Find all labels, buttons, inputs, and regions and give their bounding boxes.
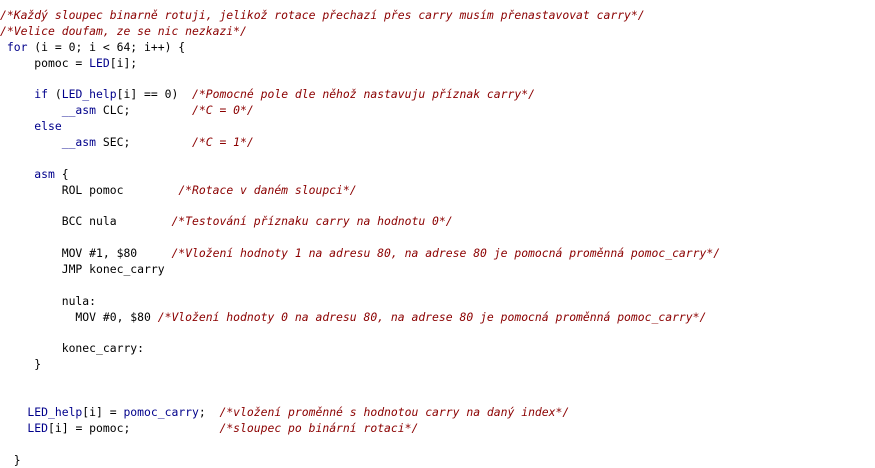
code-text: JMP konec_carry: [0, 262, 165, 276]
code-line[interactable]: LED[i] = pomoc; /*sloupec po binární rot…: [0, 421, 875, 437]
code-line[interactable]: MOV #1, $80 /*Vložení hodnoty 1 na adres…: [0, 246, 875, 262]
code-line[interactable]: }: [0, 357, 875, 373]
code-keyword: __asm: [0, 103, 96, 117]
code-comment: /*Testování příznaku carry na hodnotu 0*…: [171, 214, 452, 228]
code-text: [i] =: [82, 405, 123, 419]
code-line[interactable]: __asm SEC; /*C = 1*/: [0, 135, 875, 151]
code-keyword: asm: [0, 167, 55, 181]
code-line[interactable]: konec_carry:: [0, 341, 875, 357]
code-text: [i];: [110, 56, 137, 70]
code-line[interactable]: [0, 389, 875, 405]
code-text: SEC;: [96, 135, 192, 149]
code-comment: /*Velice doufam, ze se nic nezkazi*/: [0, 24, 247, 38]
code-line[interactable]: [0, 151, 875, 167]
code-line[interactable]: [0, 437, 875, 453]
code-text: ROL pomoc: [0, 183, 178, 197]
code-line[interactable]: __asm CLC; /*C = 0*/: [0, 103, 875, 119]
code-line[interactable]: else: [0, 119, 875, 135]
code-text: MOV #0, $80: [0, 310, 158, 324]
code-line[interactable]: [0, 278, 875, 294]
code-comment: /*Vložení hodnoty 0 na adresu 80, na adr…: [158, 310, 707, 324]
code-text: ;: [199, 405, 220, 419]
code-keyword: LED: [0, 421, 48, 435]
code-comment: /*C = 0*/: [192, 103, 254, 117]
code-line[interactable]: if (LED_help[i] == 0) /*Pomocné pole dle…: [0, 87, 875, 103]
code-line[interactable]: /*Každý sloupec binarně rotuji, jelikož …: [0, 8, 875, 24]
code-text: nula:: [0, 294, 96, 308]
code-text: [i] = pomoc;: [48, 421, 219, 435]
code-line[interactable]: }: [0, 453, 875, 468]
code-keyword: if: [0, 87, 48, 101]
code-comment: /*sloupec po binární rotaci*/: [219, 421, 418, 435]
code-text: }: [0, 357, 41, 371]
code-keyword: LED_help: [62, 87, 117, 101]
code-comment: /*Vložení hodnoty 1 na adresu 80, na adr…: [171, 246, 720, 260]
code-keyword: __asm: [0, 135, 96, 149]
code-keyword: for: [0, 40, 27, 54]
code-text: BCC nula: [0, 214, 171, 228]
code-keyword: pomoc_carry: [123, 405, 198, 419]
code-comment: /*Rotace v daném sloupci*/: [178, 183, 356, 197]
code-comment: /*Každý sloupec binarně rotuji, jelikož …: [0, 8, 645, 22]
code-comment: /*Pomocné pole dle něhož nastavuju přízn…: [192, 87, 535, 101]
code-line[interactable]: ROL pomoc /*Rotace v daném sloupci*/: [0, 183, 875, 199]
code-comment: /*vložení proměnné s hodnotou carry na d…: [219, 405, 569, 419]
code-editor[interactable]: /*Každý sloupec binarně rotuji, jelikož …: [0, 0, 875, 402]
code-text: (i = 0; i < 64; i++) {: [27, 40, 185, 54]
code-text: [i] == 0): [117, 87, 192, 101]
code-line[interactable]: pomoc = LED[i];: [0, 56, 875, 72]
code-line[interactable]: nula:: [0, 294, 875, 310]
code-line[interactable]: [0, 373, 875, 389]
code-text: (: [48, 87, 62, 101]
code-line[interactable]: LED_help[i] = pomoc_carry; /*vložení pro…: [0, 405, 875, 421]
code-comment: /*C = 1*/: [192, 135, 254, 149]
code-text: konec_carry:: [0, 341, 144, 355]
code-line[interactable]: [0, 199, 875, 215]
code-text: MOV #1, $80: [0, 246, 171, 260]
code-line[interactable]: [0, 326, 875, 342]
code-line[interactable]: MOV #0, $80 /*Vložení hodnoty 0 na adres…: [0, 310, 875, 326]
code-line[interactable]: asm {: [0, 167, 875, 183]
code-line[interactable]: [0, 230, 875, 246]
code-line[interactable]: BCC nula /*Testování příznaku carry na h…: [0, 214, 875, 230]
code-line[interactable]: /*Velice doufam, ze se nic nezkazi*/: [0, 24, 875, 40]
code-text: pomoc =: [0, 56, 89, 70]
code-text: }: [0, 453, 21, 467]
code-text: CLC;: [96, 103, 192, 117]
code-line[interactable]: JMP konec_carry: [0, 262, 875, 278]
code-text: {: [55, 167, 69, 181]
code-line[interactable]: for (i = 0; i < 64; i++) {: [0, 40, 875, 56]
code-keyword: LED_help: [0, 405, 82, 419]
code-line[interactable]: [0, 72, 875, 88]
code-keyword: else: [0, 119, 62, 133]
code-keyword: LED: [89, 56, 110, 70]
